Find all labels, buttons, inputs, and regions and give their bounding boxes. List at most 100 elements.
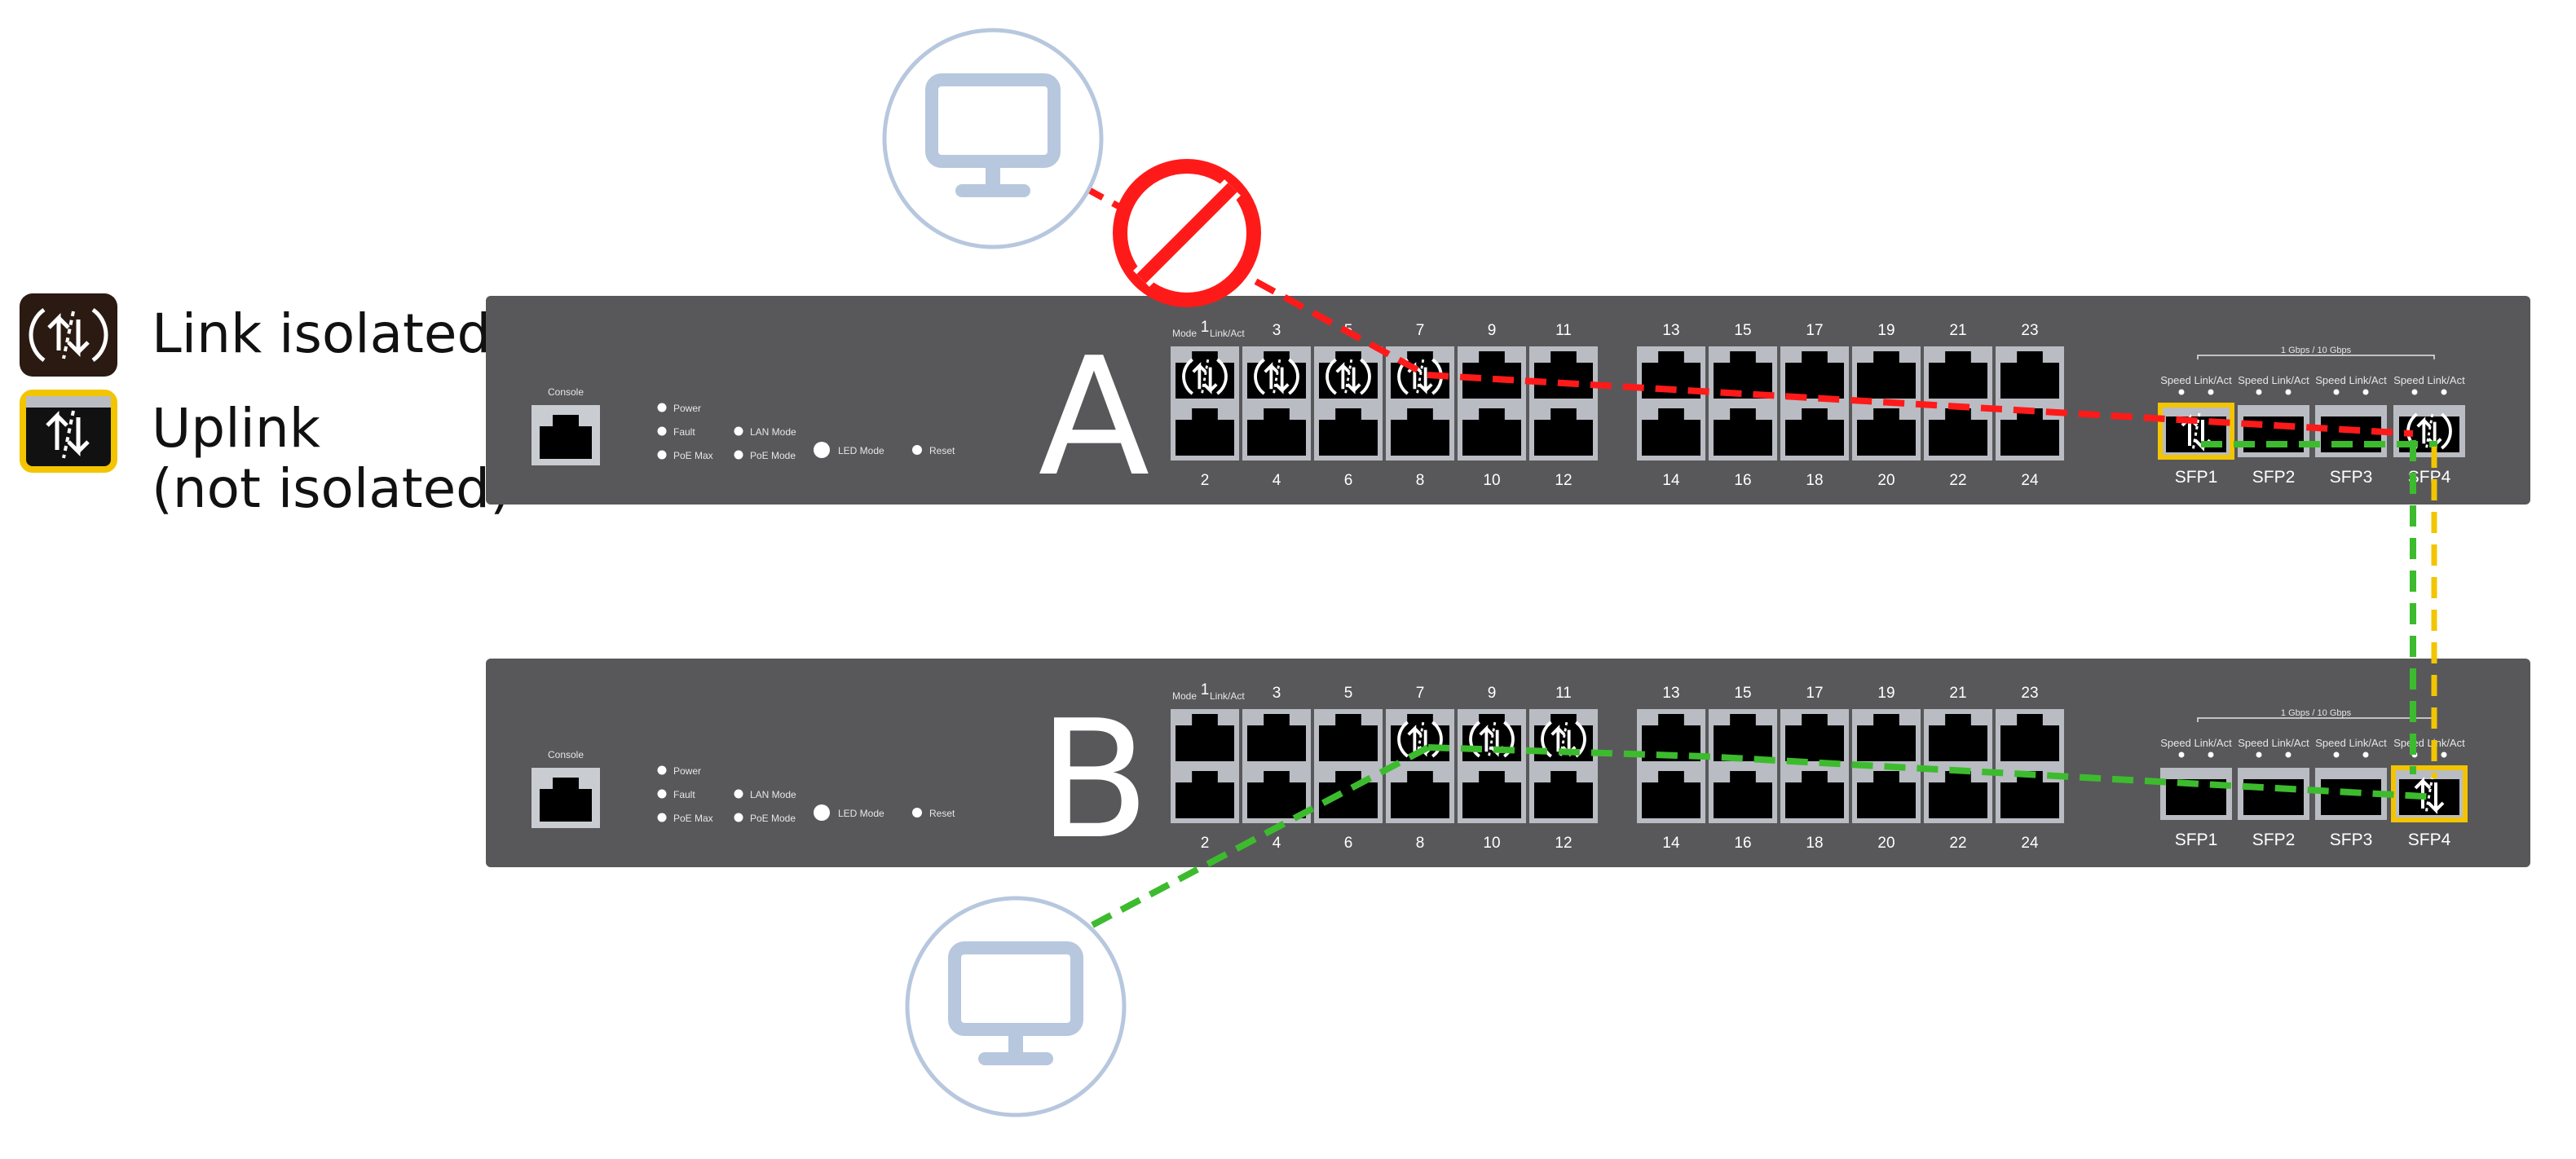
computer-a bbox=[882, 28, 1104, 249]
port-number: 11 bbox=[1555, 322, 1572, 339]
sfp-led-label: Speed Link/Act bbox=[2393, 737, 2465, 749]
port-8: 8 bbox=[1386, 766, 1454, 852]
port-6: 6 bbox=[1314, 403, 1383, 489]
monitor-stand bbox=[1008, 1029, 1023, 1054]
led-poe-mode bbox=[734, 450, 743, 460]
sfp-link-led bbox=[2285, 389, 2291, 395]
led-lan-mode bbox=[734, 789, 743, 799]
monitor-stand bbox=[986, 161, 1000, 186]
led-label: Fault bbox=[673, 426, 695, 438]
port-number: 14 bbox=[1662, 835, 1680, 852]
led-label: Power bbox=[673, 765, 701, 777]
port-number: 5 bbox=[1344, 685, 1353, 702]
led-mode-button bbox=[814, 442, 830, 458]
port-number: 1 bbox=[1201, 681, 1210, 698]
port-16: 16 bbox=[1709, 403, 1777, 489]
port-5: 5 bbox=[1314, 322, 1383, 403]
led-label: PoE Mode bbox=[750, 813, 796, 824]
port-8: 8 bbox=[1386, 403, 1454, 489]
sfp-link-led bbox=[2362, 389, 2369, 395]
computer-circle bbox=[882, 28, 1104, 249]
port-number: 6 bbox=[1344, 835, 1353, 852]
port-21: 21 bbox=[1924, 322, 1992, 403]
port-number: 20 bbox=[1877, 835, 1895, 852]
sfp-speed-led bbox=[2256, 751, 2262, 758]
sfp-led-label: Speed Link/Act bbox=[2160, 374, 2232, 386]
port-number: 17 bbox=[1806, 685, 1823, 702]
sfp-led-label: Speed Link/Act bbox=[2238, 737, 2309, 749]
port-23: 23 bbox=[1996, 685, 2064, 766]
port-number: 7 bbox=[1416, 322, 1425, 339]
switch-label: A bbox=[1039, 323, 1150, 513]
sfp-speed-led bbox=[2333, 751, 2340, 758]
port-number: 10 bbox=[1483, 835, 1500, 852]
led-mode-label: LED Mode bbox=[838, 808, 884, 819]
reset-label: Reset bbox=[929, 808, 955, 819]
port-2: 2 bbox=[1171, 766, 1239, 852]
port-18: 18 bbox=[1780, 766, 1849, 852]
port-number: 18 bbox=[1806, 472, 1823, 489]
port-18: 18 bbox=[1780, 403, 1849, 489]
port-21: 21 bbox=[1924, 685, 1992, 766]
port-4: 4 bbox=[1242, 403, 1311, 489]
switch-label: B bbox=[1038, 685, 1149, 875]
mode-label: Mode bbox=[1172, 690, 1197, 702]
link-act-label: Link/Act bbox=[1210, 328, 1245, 339]
port-number: 10 bbox=[1483, 472, 1500, 489]
sfp-link-led bbox=[2362, 751, 2369, 758]
port-14: 14 bbox=[1637, 403, 1705, 489]
port-12: 12 bbox=[1529, 403, 1598, 489]
port-number: 4 bbox=[1273, 835, 1281, 852]
sfp-speed-led bbox=[2333, 389, 2340, 395]
monitor-base bbox=[978, 1052, 1053, 1065]
port-number: 22 bbox=[1949, 472, 1966, 489]
port-11: 11 bbox=[1529, 322, 1598, 403]
port-number: 3 bbox=[1273, 685, 1281, 702]
led-fault bbox=[657, 426, 667, 436]
sfp-speed-led bbox=[2411, 389, 2418, 395]
led-poe-max bbox=[657, 813, 667, 822]
monitor-base bbox=[955, 184, 1030, 197]
link-isolated-icon bbox=[1325, 358, 1371, 396]
port-23: 23 bbox=[1996, 322, 2064, 403]
port-number: 7 bbox=[1416, 685, 1425, 702]
sfp-speed-led bbox=[2178, 751, 2185, 758]
sfp-speed-led bbox=[2178, 389, 2185, 395]
port-number: 2 bbox=[1201, 472, 1210, 489]
reset-label: Reset bbox=[929, 445, 955, 456]
sfp-label: SFP1 bbox=[2175, 468, 2218, 487]
port-17: 17 bbox=[1780, 685, 1849, 766]
sfp-led-label: Speed Link/Act bbox=[2393, 374, 2465, 386]
port-number: 19 bbox=[1877, 322, 1895, 339]
port-number: 13 bbox=[1662, 322, 1679, 339]
port-number: 20 bbox=[1877, 472, 1895, 489]
led-label: Power bbox=[673, 403, 701, 414]
port-12: 12 bbox=[1529, 766, 1598, 852]
sfp-speed-led bbox=[2256, 389, 2262, 395]
sfp-label: SFP3 bbox=[2330, 831, 2373, 849]
sfp-label: SFP4 bbox=[2408, 468, 2451, 487]
led-label: Fault bbox=[673, 789, 695, 800]
link-act-label: Link/Act bbox=[1210, 690, 1245, 702]
blocked-sign-icon bbox=[1113, 159, 1261, 307]
port-number: 22 bbox=[1949, 835, 1966, 852]
led-poe-mode bbox=[734, 813, 743, 822]
port-1: 1 bbox=[1171, 319, 1239, 403]
allowed-path-b bbox=[1427, 744, 2438, 800]
port-number: 9 bbox=[1488, 322, 1497, 339]
sfp-led-label: Speed Link/Act bbox=[2315, 737, 2387, 749]
port-number: 6 bbox=[1344, 472, 1353, 489]
port-22: 22 bbox=[1924, 403, 1992, 489]
sfp-speed-label: 1 Gbps / 10 Gbps bbox=[2281, 708, 2352, 718]
port-number: 8 bbox=[1416, 835, 1425, 852]
console-port-hole bbox=[540, 778, 592, 822]
led-mode-button bbox=[814, 804, 830, 821]
port-number: 24 bbox=[2021, 835, 2039, 852]
sfp-hole bbox=[2321, 779, 2381, 815]
port-3: 3 bbox=[1242, 322, 1311, 403]
port-10: 10 bbox=[1458, 403, 1526, 489]
led-mode-label: LED Mode bbox=[838, 445, 884, 456]
sfp-label: SFP1 bbox=[2175, 831, 2218, 849]
port-number: 15 bbox=[1734, 322, 1751, 339]
computer-b bbox=[905, 896, 1127, 1117]
